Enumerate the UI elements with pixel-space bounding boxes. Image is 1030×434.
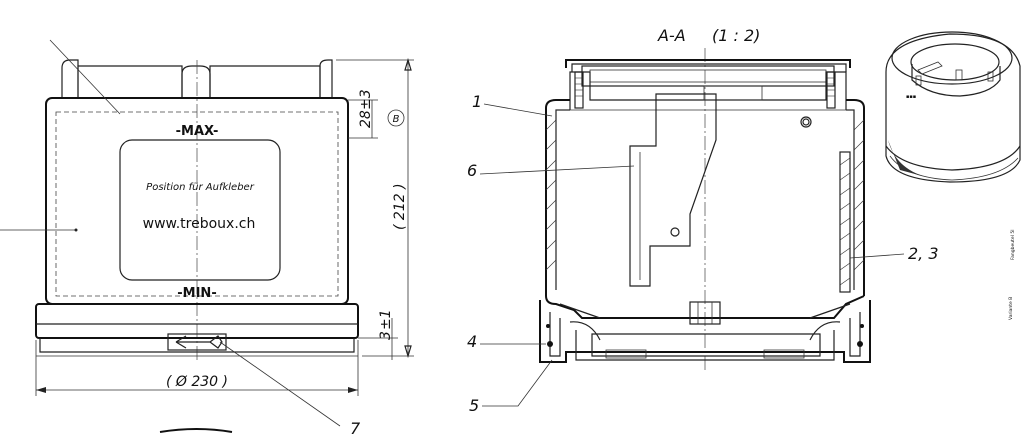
section-scale: (1 : 2)	[712, 26, 760, 45]
min-label: -MIN-	[177, 286, 216, 301]
note-top: Fangbeutel 5l	[1010, 230, 1016, 260]
max-label: -MAX-	[176, 124, 219, 139]
dim-212: ( 212 )	[392, 183, 408, 230]
callout-5: 5	[469, 396, 479, 415]
note-bottom: Variante B	[1008, 297, 1014, 320]
section-base	[539, 300, 871, 363]
callout-23: 2, 3	[908, 244, 939, 263]
inner-bracket	[629, 93, 717, 287]
website-text: www.treboux.ch	[143, 216, 256, 232]
callout-7: 7	[350, 419, 361, 434]
dim-28-tol: ±3	[358, 89, 374, 110]
callout-4: 4	[467, 332, 477, 351]
callout-1: 1	[472, 92, 482, 111]
dim-3-tol: ±1	[378, 309, 394, 330]
section-lid	[565, 59, 851, 68]
dim-b: B	[393, 114, 400, 125]
flow-arrow-symbol	[167, 333, 227, 351]
dim-diameter: ( Ø 230 )	[166, 374, 228, 390]
sticker-label	[119, 139, 281, 281]
sticker-position-text: Position für Aufkleber	[146, 182, 255, 193]
filter-strip	[839, 151, 851, 293]
container-base	[35, 303, 359, 339]
callout-6: 6	[467, 161, 477, 180]
section-bottom	[545, 295, 865, 319]
section-wall-right	[846, 99, 865, 296]
lid-top	[61, 59, 79, 98]
dim-28: 28	[358, 110, 374, 128]
dim-b-bubble	[387, 109, 405, 127]
isometric-view: ▪▪▪	[885, 31, 1021, 183]
section-title: A-A	[657, 26, 686, 45]
front-view: -MAX- -MIN- Position für Aufkleber www.t…	[0, 39, 414, 434]
side-notes: Fangbeutel 5l Variante B	[1008, 230, 1016, 320]
svg-text:▪▪▪: ▪▪▪	[906, 94, 916, 100]
dim-3: 3	[378, 331, 394, 340]
section-wall-left	[545, 99, 570, 296]
section-view: A-A (1 : 2)	[467, 26, 939, 415]
